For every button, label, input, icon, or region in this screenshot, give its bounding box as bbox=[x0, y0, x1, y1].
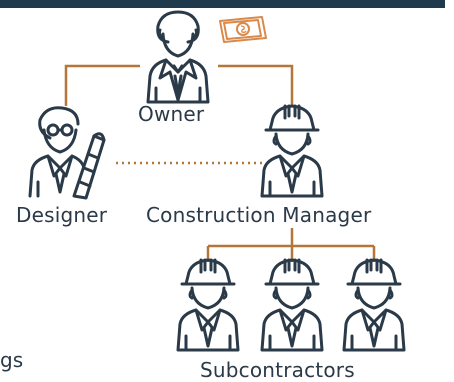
owner-label: Owner bbox=[138, 102, 205, 126]
truncated-text: gs bbox=[0, 348, 24, 372]
edge-owner-construction-manager bbox=[218, 64, 294, 106]
subcontractors-label: Subcontractors bbox=[200, 358, 355, 382]
designer-label: Designer bbox=[16, 203, 108, 227]
construction-manager-label: Construction Manager bbox=[146, 203, 372, 227]
construction-manager-icon bbox=[260, 104, 324, 198]
cash-bill-icon bbox=[219, 16, 267, 43]
owner-icon bbox=[146, 10, 210, 104]
header-bar bbox=[0, 0, 445, 8]
subcontractor-icon bbox=[176, 258, 240, 352]
subcontractor-icon bbox=[260, 258, 324, 352]
edge-owner-designer bbox=[64, 64, 140, 106]
subcontractor-icon bbox=[342, 258, 406, 352]
designer-icon bbox=[28, 106, 106, 200]
edge-cm-subcontractors bbox=[206, 228, 376, 262]
